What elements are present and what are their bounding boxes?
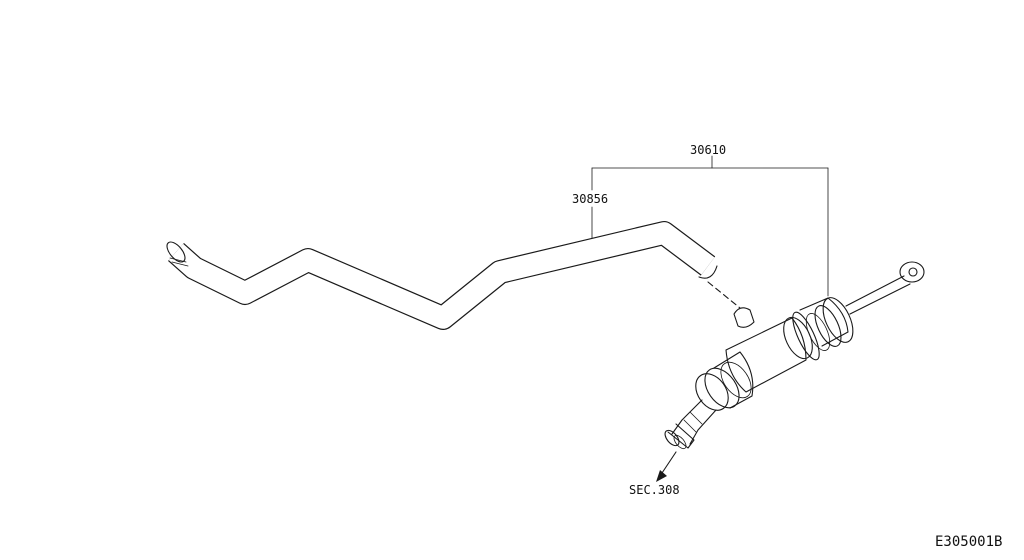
connection-dashed-line (707, 281, 741, 309)
section-ref-label: SEC.308 (629, 483, 680, 497)
section-arrow (656, 451, 677, 482)
clutch-tube (166, 221, 718, 330)
diagram-code: E305001B (935, 534, 1002, 550)
callout-bracket-30610 (591, 155, 829, 297)
part-label-30856: 30856 (572, 192, 608, 206)
master-cylinder (664, 261, 925, 450)
part-label-30610: 30610 (690, 143, 726, 157)
